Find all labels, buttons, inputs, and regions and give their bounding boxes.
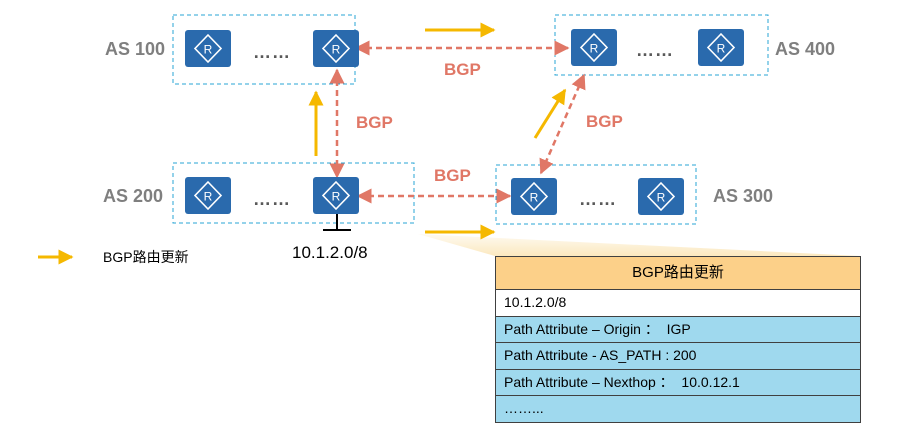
update-arrow-as300-to-as400 bbox=[533, 88, 567, 139]
update-callout bbox=[418, 234, 860, 256]
update-table-row: 10.1.2.0/8 bbox=[496, 290, 860, 317]
ellipsis-as300: …… bbox=[579, 189, 617, 209]
router-as400-border: R bbox=[571, 29, 617, 66]
router-as100-left: R bbox=[185, 30, 231, 67]
update-table-title: BGP路由更新 bbox=[496, 257, 860, 290]
as200-label: AS 200 bbox=[103, 186, 163, 206]
as100-label: AS 100 bbox=[105, 39, 165, 59]
ellipsis-as200: …… bbox=[253, 189, 291, 209]
router-icon: R bbox=[717, 42, 726, 56]
router-as300-right: R bbox=[638, 178, 684, 215]
bgp-label-as100-as400: BGP bbox=[444, 60, 481, 79]
ellipsis-as400: …… bbox=[636, 40, 674, 60]
router-as200-left: R bbox=[185, 177, 231, 214]
bgp-label-as300-as400: BGP bbox=[586, 112, 623, 131]
router-icon: R bbox=[530, 191, 539, 205]
router-icon: R bbox=[590, 42, 599, 56]
bgp-update-table: BGP路由更新 10.1.2.0/8 Path Attribute – Orig… bbox=[495, 256, 861, 423]
ellipsis-as100: …… bbox=[253, 42, 291, 62]
update-table-row: ……... bbox=[496, 396, 860, 422]
router-icon: R bbox=[204, 190, 213, 204]
as200-box bbox=[172, 162, 415, 224]
update-table-row: Path Attribute – Nexthop ： 10.0.12.1 bbox=[496, 369, 860, 396]
as100-box bbox=[172, 14, 356, 85]
router-icon: R bbox=[204, 43, 213, 57]
update-table-row: Path Attribute - AS_PATH : 200 bbox=[496, 343, 860, 370]
as300-box bbox=[495, 164, 697, 225]
router-as200-border: R bbox=[313, 177, 359, 214]
router-as400-right: R bbox=[698, 29, 744, 66]
network-prefix: 10.1.2.0/8 bbox=[292, 243, 368, 262]
router-icon: R bbox=[332, 190, 341, 204]
legend-label: BGP路由更新 bbox=[103, 249, 189, 265]
update-table-row: Path Attribute – Origin ： IGP bbox=[496, 316, 860, 343]
bgp-label-as200-as300: BGP bbox=[434, 166, 471, 185]
as400-box bbox=[554, 14, 769, 76]
as400-label: AS 400 bbox=[775, 39, 835, 59]
router-as100-border: R bbox=[313, 30, 359, 67]
bgp-label-as100-as200: BGP bbox=[356, 113, 393, 132]
router-icon: R bbox=[657, 191, 666, 205]
bgp-link-as300-as400 bbox=[539, 73, 586, 175]
router-as300-border: R bbox=[511, 178, 557, 215]
as300-label: AS 300 bbox=[713, 186, 773, 206]
router-icon: R bbox=[332, 43, 341, 57]
